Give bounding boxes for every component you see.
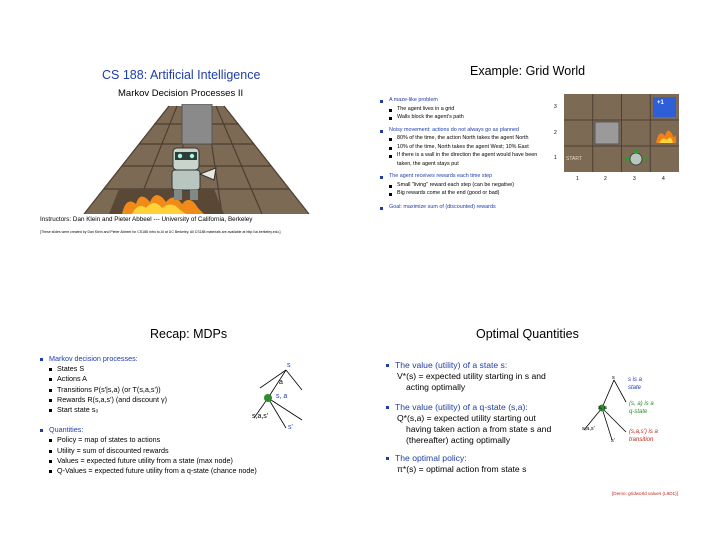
bullet: Noisy movement: actions do not always go…	[380, 126, 548, 135]
sub-bullet: Q-Values = expected future utility from …	[49, 466, 280, 476]
col-label: 1	[576, 176, 579, 182]
sub-bullet: Actions A	[49, 374, 280, 384]
slide1-subtitle: Markov Decision Processes II	[118, 88, 244, 99]
bullet: The agent receives rewards each time ste…	[380, 172, 548, 181]
slide2-title: Example: Grid World	[470, 64, 586, 78]
grid-board	[564, 94, 679, 172]
note-line: state	[628, 385, 642, 391]
bullet: The value (utility) of a q-state (s,a):	[386, 402, 596, 413]
col-label: 2	[604, 176, 607, 182]
mdp-tree-diagram	[253, 369, 303, 429]
bullet: Markov decision processes:	[40, 354, 280, 364]
tree-label-sp: s'	[288, 424, 293, 431]
col-label: 3	[633, 176, 636, 182]
text-line: π*(s) = optimal action from state s	[397, 464, 527, 474]
note-qstate: (s, a) is a q-state	[629, 400, 654, 416]
slide4-content: The value (utility) of a state s: V*(s) …	[386, 360, 596, 475]
opt-tree-label-sas: s,a,s'	[582, 426, 595, 432]
note-line: transition	[629, 437, 654, 443]
sub-bullet: Small "living" reward each step (can be …	[389, 181, 548, 190]
bullet: Goal: maximize sum of (discounted) rewar…	[380, 203, 548, 212]
tree-label-s: s	[287, 362, 291, 369]
text-line: having taken action a from state s and	[406, 424, 552, 434]
sub-bullet: Rewards R(s,a,s') (and discount γ)	[49, 395, 280, 405]
sub-bullet: Policy = map of states to actions	[49, 435, 280, 445]
row-label: 3	[554, 104, 557, 110]
sub-bullet: 10% of the time, North takes the agent W…	[389, 143, 548, 152]
start-label: START	[566, 156, 582, 162]
tree-label-a: a	[279, 379, 283, 386]
tree-label-sa: s, a	[276, 393, 288, 400]
note-line: (s, a) is a	[629, 401, 654, 407]
slide2-bullets: A maze-like problem The agent lives in a…	[380, 96, 548, 211]
sub-bullet: States S	[49, 364, 280, 374]
slide1-title: CS 188: Artificial Intelligence	[102, 68, 261, 82]
plus-one-label: +1	[657, 100, 664, 106]
demo-note: [Demo: gridworld values (L9D1)]	[612, 491, 678, 496]
sub-bullet: Values = expected future utility from a …	[49, 456, 280, 466]
slide1-instructors: Instructors: Dan Klein and Pieter Abbeel…	[40, 216, 253, 223]
bullet: The optimal policy:	[386, 453, 596, 464]
slide1-credits: [These slides were created by Dan Klein …	[40, 230, 281, 234]
sub-bullet: Transitions P(s'|s,a) (or T(s,a,s'))	[49, 385, 280, 395]
row-label: 2	[554, 130, 557, 136]
note-line: (s,a,s') is a	[629, 429, 658, 435]
sub-bullet: 80% of the time, the action North takes …	[389, 134, 548, 143]
sub-bullet: Utility = sum of discounted rewards	[49, 446, 280, 456]
col-label: 4	[662, 176, 665, 182]
note-line: q-state	[629, 409, 648, 415]
note-line: s is a	[628, 377, 643, 383]
bullet: Quantities:	[40, 425, 280, 435]
row-label: 1	[554, 155, 557, 161]
sub-bullet: Big rewards come at the end (good or bad…	[389, 189, 548, 198]
sub-bullet: Walls block the agent's path	[389, 113, 548, 122]
grid-world: 3 2 1 +1 START	[552, 92, 682, 174]
sub-bullet: Start state s₀	[49, 405, 280, 415]
sub-bullet: The agent lives in a grid	[389, 105, 548, 114]
bullet: The value (utility) of a state s:	[386, 360, 596, 371]
slide3-title: Recap: MDPs	[150, 327, 228, 341]
text-line: Q*(s,a) = expected utility starting out	[397, 413, 536, 423]
slide3-content: Markov decision processes: States S Acti…	[40, 354, 280, 476]
robot-fire-illustration	[83, 104, 310, 214]
bullet: A maze-like problem	[380, 96, 548, 105]
note-transition: (s,a,s') is a transition	[629, 428, 658, 444]
text-line: (thereafter) acting optimally	[406, 435, 511, 445]
note-state: s is a state	[628, 376, 642, 392]
opt-tree-label-sa: s, a	[598, 405, 607, 411]
sub-bullet: If there is a wall in the direction the …	[389, 151, 548, 168]
slide4-title: Optimal Quantities	[476, 327, 579, 341]
text-line: V*(s) = expected utility starting in s a…	[397, 371, 546, 381]
opt-tree-label-sp: s'	[611, 438, 615, 444]
optimal-tree-diagram	[583, 379, 627, 441]
opt-tree-label-s: s	[612, 375, 615, 381]
tree-label-sas: s,a,s'	[252, 413, 269, 420]
text-line: acting optimally	[406, 382, 466, 392]
